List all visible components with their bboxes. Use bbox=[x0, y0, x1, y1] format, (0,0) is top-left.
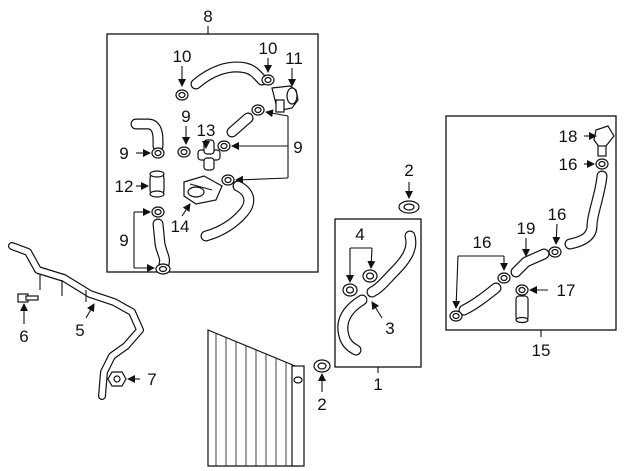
clamp-9-lower-left-b bbox=[155, 263, 171, 275]
callout-7: 7 bbox=[147, 370, 156, 389]
clamp-16-top bbox=[595, 158, 609, 170]
fitting-18 bbox=[593, 125, 615, 157]
hose-box15-lower bbox=[458, 282, 502, 316]
callout-17: 17 bbox=[557, 281, 576, 300]
callout-1: 1 bbox=[373, 375, 382, 394]
callout-2-top: 2 bbox=[404, 161, 413, 180]
callout-9-lower-left: 9 bbox=[119, 231, 128, 250]
tee-connector bbox=[197, 139, 221, 171]
callout-12: 12 bbox=[115, 177, 134, 196]
clamp-10-left bbox=[175, 89, 189, 101]
callout-18: 18 bbox=[559, 127, 578, 146]
clamp-17 bbox=[515, 284, 529, 296]
lower-hose-box8 bbox=[200, 180, 255, 242]
clamp-16-mid bbox=[548, 246, 562, 258]
callout-8: 8 bbox=[203, 7, 212, 26]
callout-10-right: 10 bbox=[259, 39, 278, 58]
upper-hose bbox=[190, 61, 268, 90]
callout-10-left: 10 bbox=[173, 47, 192, 66]
short-hose-mid bbox=[226, 112, 254, 138]
callout-6: 6 bbox=[19, 327, 28, 346]
clamp-9-center bbox=[177, 146, 191, 158]
callout-15: 15 bbox=[532, 341, 551, 360]
bolt bbox=[17, 293, 39, 303]
clamp-10-right bbox=[261, 74, 275, 86]
short-hose-lower-left bbox=[152, 218, 170, 270]
clamp-9-lower-left-a bbox=[151, 206, 165, 218]
clamp-9-right bbox=[217, 140, 231, 152]
callout-9-center: 9 bbox=[181, 107, 190, 126]
clamp-16-lower-left bbox=[449, 310, 463, 322]
clamp-2-bottom bbox=[313, 359, 331, 373]
clamp-4-left bbox=[342, 283, 358, 297]
callout-16-mid: 16 bbox=[548, 205, 567, 224]
coolant-pipe bbox=[8, 242, 144, 400]
clamp-9-lower-right bbox=[221, 174, 235, 186]
nut bbox=[107, 371, 127, 387]
group-box-15 bbox=[445, 115, 617, 331]
clamp-9-left bbox=[151, 147, 165, 159]
callout-9-right: 9 bbox=[293, 138, 302, 157]
clamp-16-lower-right bbox=[497, 272, 511, 284]
group-box-8 bbox=[106, 33, 319, 273]
lower-radiator-hose bbox=[366, 230, 417, 298]
callout-4: 4 bbox=[355, 225, 364, 244]
callout-2-bottom: 2 bbox=[317, 395, 326, 414]
callout-13: 13 bbox=[197, 121, 216, 140]
radiator bbox=[207, 329, 305, 467]
callout-11: 11 bbox=[285, 49, 303, 68]
hose-3 bbox=[337, 294, 368, 356]
leader-lines bbox=[20, 58, 597, 392]
hose-19 bbox=[510, 248, 550, 278]
clamp-9-upper bbox=[251, 104, 265, 116]
callout-16-top: 16 bbox=[559, 155, 578, 174]
hose-box15-upper bbox=[564, 170, 608, 250]
thermostat-housing bbox=[271, 85, 299, 113]
callout-labels: 8 10 10 11 9 13 9 9 12 14 9 2 4 3 1 2 5 … bbox=[19, 7, 577, 414]
clamp-2-top bbox=[398, 200, 420, 214]
clamp-4-right bbox=[362, 269, 378, 283]
callout-3: 3 bbox=[385, 319, 394, 338]
pipe-17 bbox=[515, 295, 529, 324]
callout-16-bracket: 16 bbox=[473, 233, 492, 252]
callout-5: 5 bbox=[75, 321, 84, 340]
callout-14: 14 bbox=[171, 217, 190, 236]
callout-9-left: 9 bbox=[119, 144, 128, 163]
connector-12 bbox=[149, 170, 165, 198]
auxiliary-pump bbox=[183, 175, 223, 205]
callout-19: 19 bbox=[517, 219, 536, 238]
short-hose-left bbox=[130, 118, 164, 152]
